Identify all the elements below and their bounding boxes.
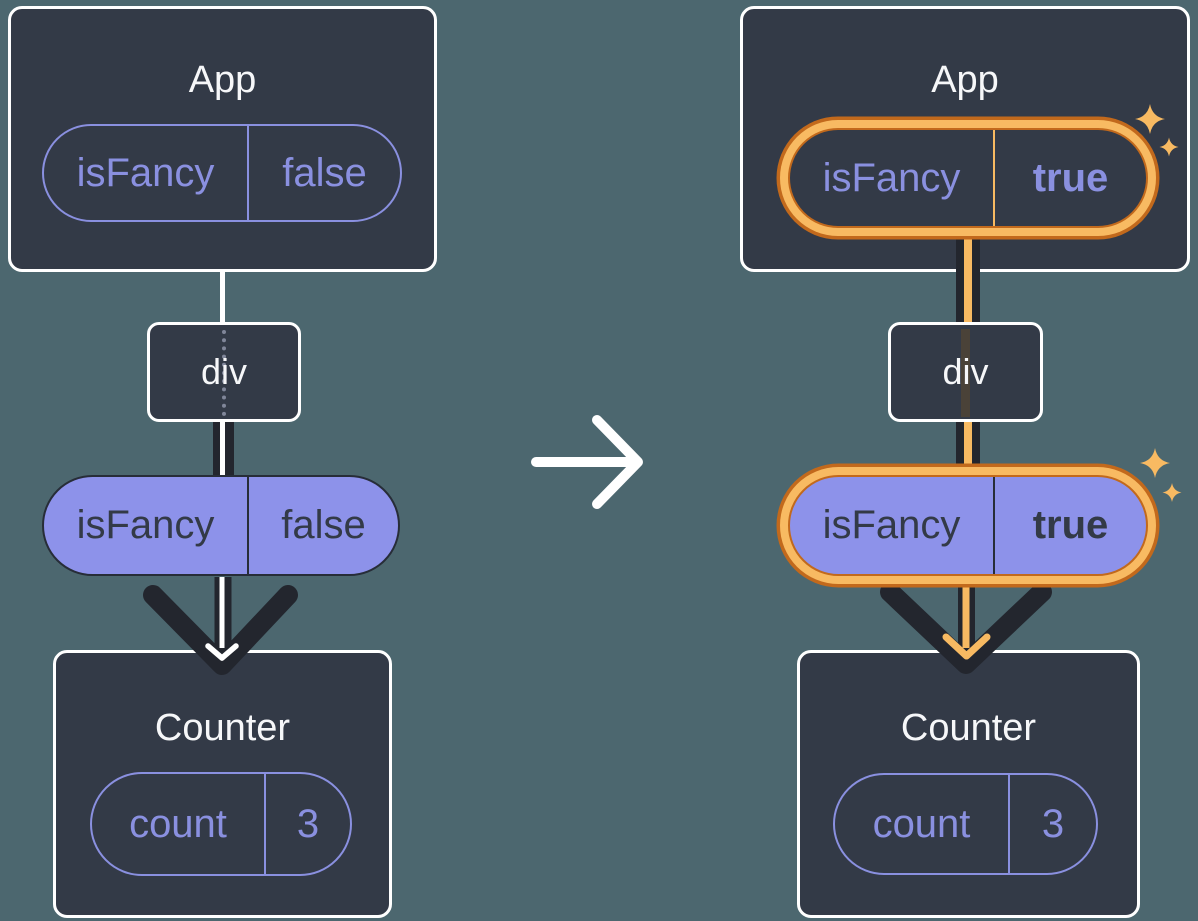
state-name: isFancy xyxy=(790,130,995,226)
component-title: App xyxy=(188,59,257,101)
down-arrowhead-icon xyxy=(143,577,298,675)
prop-arrow-highlight xyxy=(964,418,972,480)
state-value: 3 xyxy=(296,801,320,846)
state-name: count xyxy=(92,774,266,874)
counter-state-pill: count 3 xyxy=(90,772,352,876)
component-title: App xyxy=(931,59,999,101)
prop-name: isFancy xyxy=(44,477,249,574)
node-label: div xyxy=(942,351,989,392)
counter-state-pill: count 3 xyxy=(833,773,1098,875)
prop-name: isFancy xyxy=(790,477,995,574)
down-arrowhead-icon-highlighted xyxy=(880,577,1052,674)
state-value: false xyxy=(282,150,367,195)
component-title: Counter xyxy=(154,707,291,749)
state-name: isFancy xyxy=(44,126,249,220)
app-state-pill: isFancy false xyxy=(42,124,402,222)
prop-flow-hint-line xyxy=(222,330,226,416)
prop-arrow-highlight xyxy=(964,238,972,327)
transition-arrow-icon xyxy=(531,415,643,509)
tree-edge-app-div xyxy=(219,270,225,327)
div-node-box: div xyxy=(147,322,301,422)
sparkle-icon xyxy=(1135,104,1179,157)
component-title: Counter xyxy=(900,707,1037,749)
state-name: count xyxy=(835,775,1010,873)
node-label: div xyxy=(200,351,248,392)
state-value: 3 xyxy=(1041,801,1065,846)
prop-value: true xyxy=(1032,503,1109,547)
app-state-pill-highlighted: isFancy true xyxy=(788,128,1148,228)
prop-value: false xyxy=(281,503,366,547)
tree-edge-div-counter xyxy=(219,418,225,480)
div-node-box: div xyxy=(888,322,1043,422)
prop-pill-highlighted: isFancy true xyxy=(788,475,1148,576)
prop-flow-hint-line xyxy=(961,329,970,417)
sparkle-icon xyxy=(1140,448,1182,502)
state-value: true xyxy=(1032,155,1109,200)
prop-pill: isFancy false xyxy=(42,475,400,576)
